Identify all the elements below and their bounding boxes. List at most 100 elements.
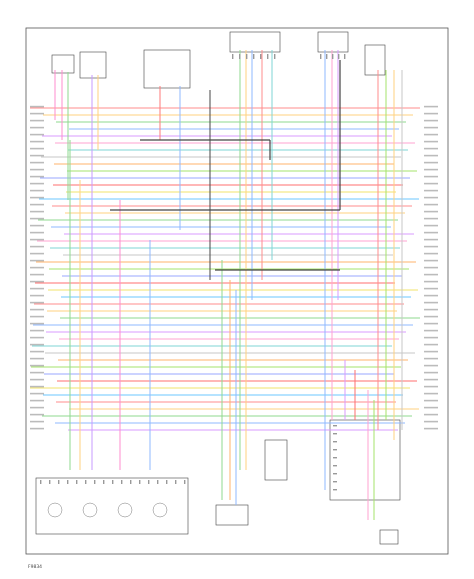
terminal-pin bbox=[333, 449, 337, 451]
wire-label-mark bbox=[424, 350, 438, 353]
wire-label-mark bbox=[30, 133, 44, 136]
wire-label-mark bbox=[424, 112, 438, 115]
terminal-pin bbox=[166, 480, 168, 484]
wire-label-mark bbox=[30, 273, 44, 276]
terminal-pin bbox=[332, 54, 334, 59]
wire-label-mark bbox=[30, 210, 44, 213]
connector-small-bottom-center bbox=[215, 504, 249, 526]
wire-label-mark bbox=[30, 224, 44, 227]
wire-label-mark bbox=[30, 189, 44, 192]
terminal-pin bbox=[333, 425, 337, 427]
wire-label-mark bbox=[30, 245, 44, 248]
wire-label-mark bbox=[30, 280, 44, 283]
wire-label-mark bbox=[424, 175, 438, 178]
terminal-pin bbox=[94, 480, 96, 484]
wire-label-mark bbox=[30, 168, 44, 171]
terminal-ticks bbox=[40, 54, 346, 518]
component-box-6 bbox=[364, 44, 386, 76]
terminal-pin bbox=[333, 489, 337, 491]
wire-label-mark bbox=[424, 378, 438, 381]
terminal-pin bbox=[49, 480, 51, 484]
terminal-pin bbox=[85, 480, 87, 484]
wire-label-mark bbox=[30, 350, 44, 353]
terminal-pin bbox=[130, 480, 132, 484]
wire-label-mark bbox=[30, 154, 44, 157]
wire-label-mark bbox=[424, 399, 438, 402]
wire-layer bbox=[30, 50, 420, 520]
terminal-pin bbox=[121, 480, 123, 484]
terminal-pin bbox=[103, 480, 105, 484]
wire-label-mark bbox=[30, 203, 44, 206]
label-marks bbox=[30, 105, 438, 430]
wire-label-mark bbox=[424, 322, 438, 325]
wire-label-mark bbox=[424, 413, 438, 416]
terminal-pin bbox=[157, 480, 159, 484]
wire-label-mark bbox=[424, 189, 438, 192]
terminal-pin bbox=[326, 54, 328, 59]
terminal-pin bbox=[239, 54, 241, 59]
wire-label-mark bbox=[424, 266, 438, 269]
wire-label-mark bbox=[30, 308, 44, 311]
wire-label-mark bbox=[30, 385, 44, 388]
wire-label-mark bbox=[424, 385, 438, 388]
wire-label-mark bbox=[424, 105, 438, 108]
terminal-pin bbox=[67, 480, 69, 484]
terminal-pin bbox=[112, 480, 114, 484]
wire-label-mark bbox=[424, 273, 438, 276]
terminal-pin bbox=[333, 481, 337, 483]
wire-label-mark bbox=[30, 427, 44, 430]
wire-label-mark bbox=[424, 168, 438, 171]
wire-label-mark bbox=[30, 259, 44, 262]
wire-label-mark bbox=[30, 406, 44, 409]
wire-label-mark bbox=[30, 378, 44, 381]
wire-label-mark bbox=[424, 294, 438, 297]
terminal-pin bbox=[40, 480, 42, 484]
wire-label-mark bbox=[30, 147, 44, 150]
component-box-4 bbox=[229, 31, 281, 53]
connector-small-bottom-right bbox=[379, 529, 399, 545]
wire-label-mark bbox=[30, 357, 44, 360]
wire-label-mark bbox=[424, 357, 438, 360]
terminal-circle bbox=[82, 502, 98, 518]
component-box-3 bbox=[143, 49, 191, 89]
wire-label-mark bbox=[424, 287, 438, 290]
terminal-pin bbox=[344, 54, 346, 59]
terminal-pin bbox=[58, 480, 60, 484]
wire-label-mark bbox=[30, 105, 44, 108]
terminal-pin bbox=[260, 54, 262, 59]
wire-label-mark bbox=[30, 238, 44, 241]
terminal-pin bbox=[246, 54, 248, 59]
wire-label-mark bbox=[30, 196, 44, 199]
wire-label-mark bbox=[30, 175, 44, 178]
wire-label-mark bbox=[30, 140, 44, 143]
wire-label-mark bbox=[30, 294, 44, 297]
terminal-pin bbox=[184, 480, 186, 484]
terminal-circle bbox=[117, 502, 133, 518]
wire-label-mark bbox=[30, 126, 44, 129]
diagram-border bbox=[25, 27, 449, 555]
wire-label-mark bbox=[424, 420, 438, 423]
wire-label-mark bbox=[424, 427, 438, 430]
wire-label-mark bbox=[30, 336, 44, 339]
wire-label-mark bbox=[424, 154, 438, 157]
wire-label-mark bbox=[30, 392, 44, 395]
wire-label-mark bbox=[424, 182, 438, 185]
wire-label-mark bbox=[424, 406, 438, 409]
wire-label-mark bbox=[424, 315, 438, 318]
wire-label-mark bbox=[30, 231, 44, 234]
terminal-circle bbox=[152, 502, 168, 518]
wire-label-mark bbox=[30, 287, 44, 290]
component-box-5 bbox=[317, 31, 349, 53]
wire-label-mark bbox=[424, 140, 438, 143]
terminal-pin bbox=[175, 480, 177, 484]
wire-label-mark bbox=[30, 420, 44, 423]
wire-label-mark bbox=[424, 371, 438, 374]
top-components bbox=[51, 31, 386, 89]
terminal-pin bbox=[333, 473, 337, 475]
wire-label-mark bbox=[424, 147, 438, 150]
wire-label-mark bbox=[424, 161, 438, 164]
terminal-pin bbox=[333, 457, 337, 459]
wire-label-mark bbox=[30, 161, 44, 164]
wire-label-mark bbox=[424, 252, 438, 255]
